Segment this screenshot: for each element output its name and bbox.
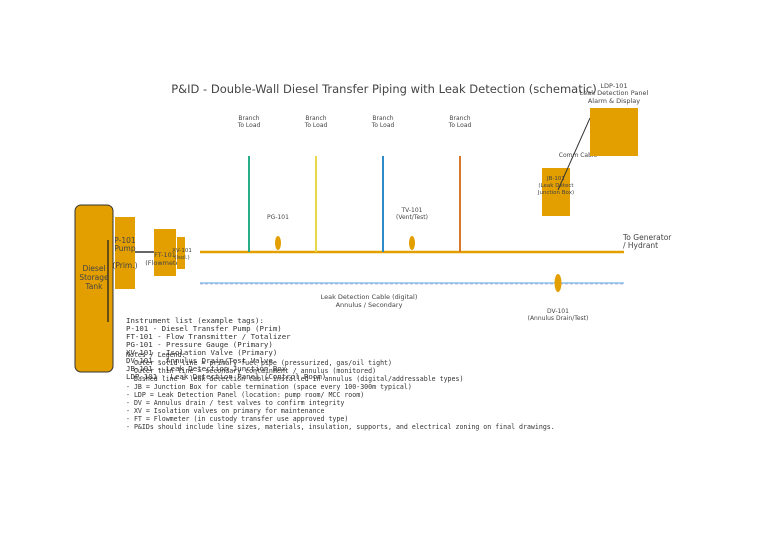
svg-text:Leak Detection Panel: Leak Detection Panel — [580, 89, 649, 97]
svg-text:(Leak Detect: (Leak Detect — [538, 183, 574, 189]
svg-text:Diesel: Diesel — [82, 264, 105, 273]
svg-text:To Load: To Load — [448, 122, 472, 129]
svg-text:- XV = Isolation valves on pri: - XV = Isolation valves on primary for m… — [126, 407, 325, 415]
svg-text:FT-101 - Flow Transmitter / To: FT-101 - Flow Transmitter / Totalizer — [126, 332, 291, 341]
svg-text:- FT = Flowmeter (in custody t: - FT = Flowmeter (in custody transfer us… — [126, 415, 348, 423]
svg-text:To Generator: To Generator — [622, 233, 672, 242]
pump-label: P-101 Pump (Prim.) — [112, 236, 137, 270]
branch-label-1: Branch To Load — [237, 115, 261, 129]
svg-text:/ Hydrant: / Hydrant — [623, 241, 658, 250]
diesel-storage-tank — [74, 204, 114, 373]
tv-label: TV-101 (Vent/Test) — [396, 207, 428, 221]
flowmeter-ft101 — [154, 229, 176, 276]
svg-text:Branch: Branch — [449, 115, 470, 122]
svg-text:Junction Box): Junction Box) — [537, 190, 574, 196]
svg-text:LDP-101 - Leak Detection Panel: LDP-101 - Leak Detection Panel (Control … — [126, 372, 326, 381]
svg-text:XV-101: XV-101 — [172, 248, 192, 254]
vent-test-valve-tv101 — [409, 236, 415, 250]
svg-text:To Load: To Load — [371, 122, 395, 129]
svg-text:- Outer thin line = secondary: - Outer thin line = secondary containmen… — [126, 367, 376, 375]
svg-text:XV-101 - Isolation Valve (Prim: XV-101 - Isolation Valve (Primary) — [126, 348, 277, 357]
svg-text:To Load: To Load — [304, 122, 328, 129]
svg-text:Pump: Pump — [114, 244, 135, 253]
svg-text:Storage: Storage — [79, 273, 109, 282]
svg-text:DV-101: DV-101 — [547, 308, 569, 315]
svg-text:(Vent/Test): (Vent/Test) — [396, 214, 428, 221]
tank-label: Diesel Storage Tank — [79, 264, 109, 291]
leak-cable-label: Leak Detection Cable (digital) Annulus /… — [321, 293, 418, 309]
svg-text:Branch: Branch — [305, 115, 326, 122]
comm-cable-label: Comm Cable — [559, 152, 598, 159]
svg-text:- Dashed line = leak detection: - Dashed line = leak detection cable ins… — [126, 375, 463, 383]
svg-text:(Flowmeter): (Flowmeter) — [145, 259, 184, 267]
dv-label: DV-101 (Annulus Drain/Test) — [528, 308, 589, 322]
svg-text:PG-101 - Pressure Gauge (Prima: PG-101 - Pressure Gauge (Primary) — [126, 340, 273, 349]
generator-label: To Generator / Hydrant — [622, 233, 672, 250]
svg-text:DV-101 - Annulus Drain/Test Va: DV-101 - Annulus Drain/Test Valve — [126, 356, 273, 365]
junction-box-jb101 — [542, 168, 570, 216]
ldp-label: LDP-101 Leak Detection Panel Alarm & Dis… — [580, 82, 649, 105]
svg-text:P-101: P-101 — [114, 236, 136, 245]
svg-text:TV-101: TV-101 — [400, 207, 422, 214]
comm-cable-line — [557, 117, 591, 191]
svg-text:Alarm & Display: Alarm & Display — [588, 97, 640, 105]
svg-text:- DV = Annulus drain / test va: - DV = Annulus drain / test valves to co… — [126, 399, 344, 407]
svg-text:(Isol.): (Isol.) — [174, 255, 189, 261]
svg-text:FT-101: FT-101 — [154, 251, 176, 259]
pg-label: PG-101 — [267, 214, 289, 221]
pressure-gauge-pg101 — [275, 236, 281, 250]
pump-p101 — [115, 217, 135, 289]
branch-label-3: Branch To Load — [371, 115, 395, 129]
svg-text:Annulus / Secondary: Annulus / Secondary — [336, 301, 403, 309]
leak-detection-panel-ldp101 — [590, 108, 638, 156]
branch-label-2: Branch To Load — [304, 115, 328, 129]
svg-text:To Load: To Load — [237, 122, 261, 129]
svg-text:P-101 - Diesel Transfer Pump: P-101 - Diesel Transfer Pump (Prim) — [126, 324, 282, 333]
svg-text:- Outer solid line = primary f: - Outer solid line = primary fuel pipe (… — [126, 359, 392, 367]
jb-label: JB-101 (Leak Detect Junction Box) — [537, 176, 575, 196]
notes-legend: Notes / Legend: - Outer solid line = pri… — [126, 351, 555, 431]
svg-text:Branch: Branch — [238, 115, 259, 122]
xv-label: XV-101 (Isol.) — [172, 248, 192, 261]
diagram-title: P&ID - Double-Wall Diesel Transfer Pipin… — [171, 82, 596, 96]
svg-text:Leak Detection Cable (digital): Leak Detection Cable (digital) — [321, 293, 418, 301]
svg-text:JB-101: JB-101 — [546, 176, 565, 182]
svg-text:Notes / Legend:: Notes / Legend: — [126, 351, 186, 359]
svg-text:Tank: Tank — [84, 282, 103, 291]
flowmeter-label: FT-101 (Flowmeter) — [145, 251, 184, 267]
svg-text:(Prim.): (Prim.) — [112, 261, 137, 270]
svg-text:JB-101 - Leak Detection Juncti: JB-101 - Leak Detection Junction Box — [126, 364, 287, 373]
svg-text:LDP-101: LDP-101 — [600, 82, 627, 90]
isolation-valve-xv101 — [177, 237, 185, 269]
svg-text:- JB = Junction Box for cable: - JB = Junction Box for cable terminatio… — [126, 383, 412, 391]
svg-text:Instrument list (example tags): Instrument list (example tags): — [126, 316, 264, 325]
svg-text:Branch: Branch — [372, 115, 393, 122]
instrument-list: Instrument list (example tags): P-101 - … — [126, 316, 326, 381]
svg-text:(Annulus Drain/Test): (Annulus Drain/Test) — [528, 315, 589, 322]
branch-label-4: Branch To Load — [448, 115, 472, 129]
svg-text:- P&IDs should include line si: - P&IDs should include line sizes, mater… — [126, 423, 555, 431]
svg-text:- LDP = Leak Detection Panel (: - LDP = Leak Detection Panel (location: … — [126, 391, 364, 399]
annulus-drain-valve-dv101 — [554, 274, 562, 292]
